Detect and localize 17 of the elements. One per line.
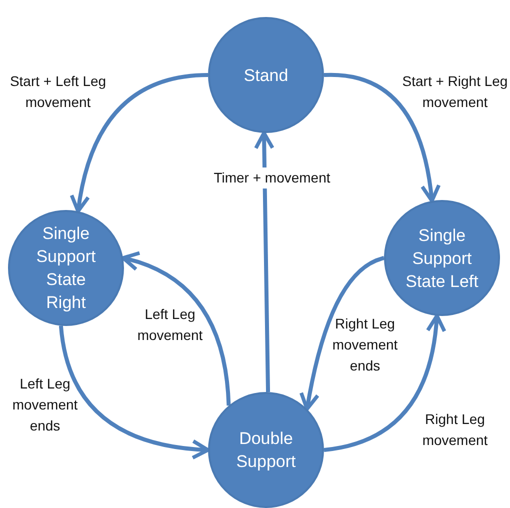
state-name: Single Support State Right: [35, 223, 97, 314]
arrow: [324, 314, 446, 452]
edge-label: Start + Left Leg movement: [8, 72, 108, 112]
edge-label: Left Leg movement ends: [11, 374, 79, 436]
edge-label: Right Leg movement ends: [331, 314, 399, 376]
state-name: Stand: [242, 64, 290, 86]
arrow: [324, 73, 440, 203]
state-name: Single Support State Left: [404, 224, 480, 292]
arrow: [121, 252, 231, 406]
arrow: [254, 131, 274, 392]
arrow: [58, 326, 210, 460]
state-name: Double Support: [235, 428, 297, 473]
arrow: [70, 73, 208, 214]
edge-label: Left Leg movement: [136, 305, 204, 345]
edge-label: Start + Right Leg movement: [401, 72, 509, 112]
arrow: [300, 256, 385, 411]
edge-label: Right Leg movement: [421, 410, 489, 450]
